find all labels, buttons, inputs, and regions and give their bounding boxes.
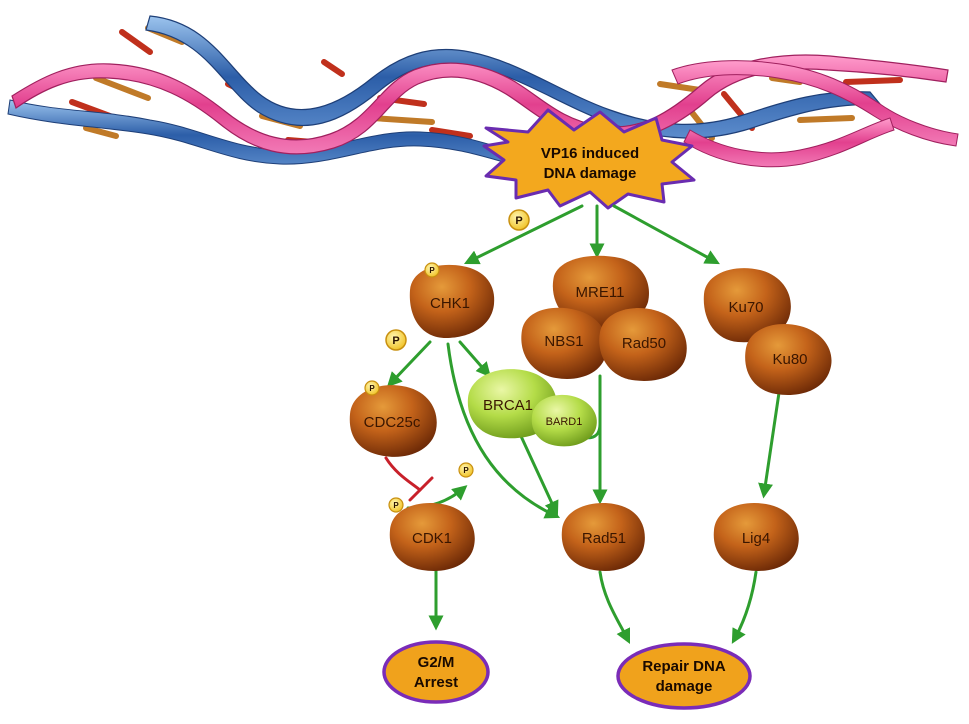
phospho-marker-chk1-out: P xyxy=(385,329,407,351)
arrow-ku80-to-lig4 xyxy=(758,384,782,499)
lig4-blob xyxy=(713,503,799,571)
dna-pink-strand-right xyxy=(671,60,959,147)
inhibition-cdc25c-cdk1 xyxy=(384,456,434,502)
arrow-damage-to-chk1 xyxy=(463,204,584,265)
arrow-lig4-to-repair xyxy=(731,570,758,644)
cdk1-label: CDK1 xyxy=(412,530,452,547)
dna-pink-strand xyxy=(11,54,949,155)
node-rad50: Rad50 xyxy=(599,308,687,381)
bard1-label: BARD1 xyxy=(546,416,583,428)
node-brca1-bard1: BRCA1 BARD1 xyxy=(467,369,597,447)
node-cdc25c: CDC25c xyxy=(349,385,437,457)
phospho-marker-damage: P xyxy=(508,209,530,231)
arrest-line1: G2/M xyxy=(418,654,455,671)
bard1-blob xyxy=(531,394,597,447)
cdk1-blob xyxy=(389,503,475,571)
inhibit-bar xyxy=(408,476,434,502)
rad51-blob xyxy=(561,503,645,571)
phospho-marker-cdk1: P xyxy=(388,497,404,513)
node-lig4: Lig4 xyxy=(713,503,799,571)
arrow-damage-to-ku70 xyxy=(612,204,720,265)
phospho-marker-chk1: P xyxy=(424,262,440,278)
ku70-blob xyxy=(703,268,791,343)
nbs1-label: NBS1 xyxy=(544,333,583,350)
chk1-blob xyxy=(409,264,495,338)
phospho-label: P xyxy=(392,335,399,347)
phospho-label: P xyxy=(369,384,375,393)
phospho-label: P xyxy=(463,466,469,475)
activation-arrows xyxy=(386,204,782,645)
phospho-label: P xyxy=(393,501,399,510)
ku80-blob xyxy=(745,324,832,395)
node-nbs1: NBS1 xyxy=(521,307,607,379)
nbs1-blob xyxy=(521,307,607,379)
arrow-chk1-to-cdc25c xyxy=(386,340,432,388)
arrest-line2: Arrest xyxy=(414,674,458,691)
phospho-label: P xyxy=(515,215,522,227)
starburst-shape xyxy=(482,108,696,210)
arrow-brca1-to-rad51 xyxy=(518,432,559,517)
node-rad51: Rad51 xyxy=(561,503,645,571)
outcome-repair: Repair DNA damage xyxy=(616,642,752,710)
dna-helix-graphic xyxy=(7,15,959,171)
phospho-marker-cdk1-out: P xyxy=(458,462,474,478)
mre11-label: MRE11 xyxy=(576,284,625,301)
cdc25c-blob xyxy=(349,385,437,457)
chk1-label: CHK1 xyxy=(430,295,470,312)
phospho-label: P xyxy=(429,266,435,275)
repair-line2: damage xyxy=(656,678,713,695)
rad50-blob xyxy=(599,308,687,381)
lig4-label: Lig4 xyxy=(742,530,770,547)
brca1-label: BRCA1 xyxy=(483,397,533,414)
outcome-arrest: G2/M Arrest xyxy=(382,640,490,704)
node-chk1: CHK1 xyxy=(409,264,495,338)
ku70-label: Ku70 xyxy=(728,299,763,316)
ku80-label: Ku80 xyxy=(772,351,807,368)
node-ku80: Ku80 xyxy=(745,324,832,395)
rad51-label: Rad51 xyxy=(582,530,626,547)
arrow-chk1-to-rad51 xyxy=(446,342,561,519)
inhibit-line xyxy=(384,456,422,492)
damage-label-line1: VP16 induced xyxy=(541,145,639,162)
arrow-rad51-to-repair xyxy=(598,570,631,645)
node-cdk1: CDK1 xyxy=(389,503,475,571)
arrow-chk1-to-brca1 xyxy=(458,340,491,378)
cdc25c-label: CDC25c xyxy=(364,414,421,431)
phospho-marker-cdc25c: P xyxy=(364,380,380,396)
repair-line1: Repair DNA xyxy=(642,658,726,675)
rad50-label: Rad50 xyxy=(622,335,666,352)
damage-label-line2: DNA damage xyxy=(544,165,637,182)
node-ku70: Ku70 xyxy=(703,268,791,343)
vp16-damage-burst: VP16 induced DNA damage xyxy=(482,108,696,210)
dna-pink-strand-loop xyxy=(683,117,895,168)
